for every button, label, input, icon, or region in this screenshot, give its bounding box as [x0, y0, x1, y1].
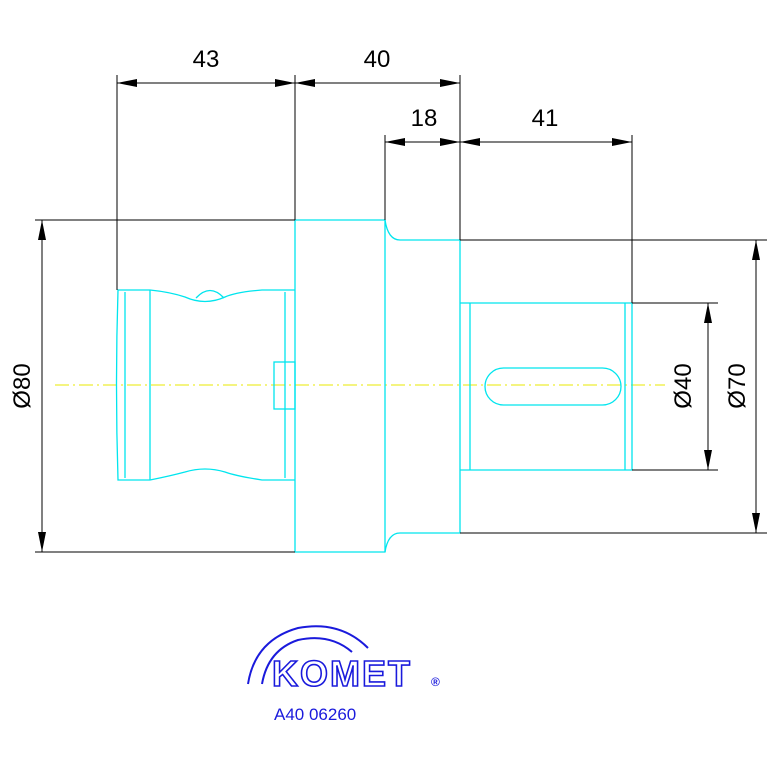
dim-text-d70: Ø70	[724, 363, 751, 408]
body-outline	[294, 219, 461, 553]
keyway-slot	[484, 367, 622, 406]
part-geometry	[115, 219, 633, 553]
komet-logo: KOMET ® A40 06260	[247, 625, 440, 724]
logo-registered-mark: ®	[431, 675, 440, 689]
dim-text-43: 43	[193, 46, 220, 73]
dim-text-41: 41	[532, 105, 559, 132]
part-number: A40 06260	[274, 705, 356, 724]
dim-text-40: 40	[364, 46, 391, 73]
dimensions: 43 40 18 41 Ø80 Ø40 Ø70	[9, 46, 767, 553]
right-bore	[460, 302, 633, 471]
left-bore	[115, 289, 295, 481]
drive-key	[273, 361, 296, 410]
dim-text-18: 18	[411, 105, 438, 132]
logo-arc	[247, 625, 369, 685]
bore-notch	[195, 289, 225, 299]
dim-text-d80: Ø80	[9, 363, 36, 408]
logo-brand: KOMET	[272, 653, 412, 694]
logo-arc-inner	[261, 637, 353, 685]
dim-text-d40: Ø40	[670, 363, 697, 408]
